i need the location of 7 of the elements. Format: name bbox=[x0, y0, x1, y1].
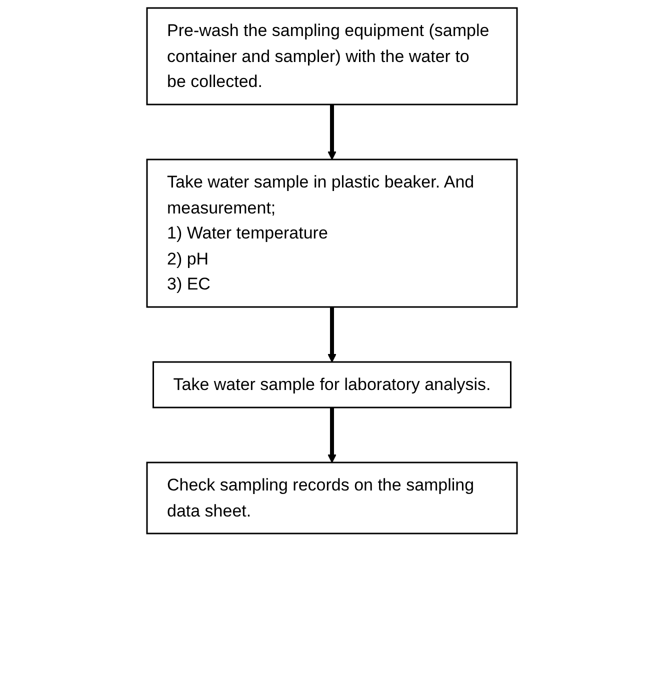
node-box: Take water sample for laboratory analysis. bbox=[152, 361, 511, 408]
node-box: Pre-wash the sampling equipment (sample container and sampler) with the water to be collected. bbox=[146, 7, 518, 106]
node-box: Check sampling records on the sampling data sheet. bbox=[146, 462, 518, 534]
arrow bbox=[327, 307, 336, 362]
arrow bbox=[327, 104, 336, 160]
node-box: Take water sample in plastic beaker. And measurement; 1) Water temperature 2) pH 3) EC bbox=[146, 158, 518, 308]
arrow bbox=[327, 408, 336, 463]
